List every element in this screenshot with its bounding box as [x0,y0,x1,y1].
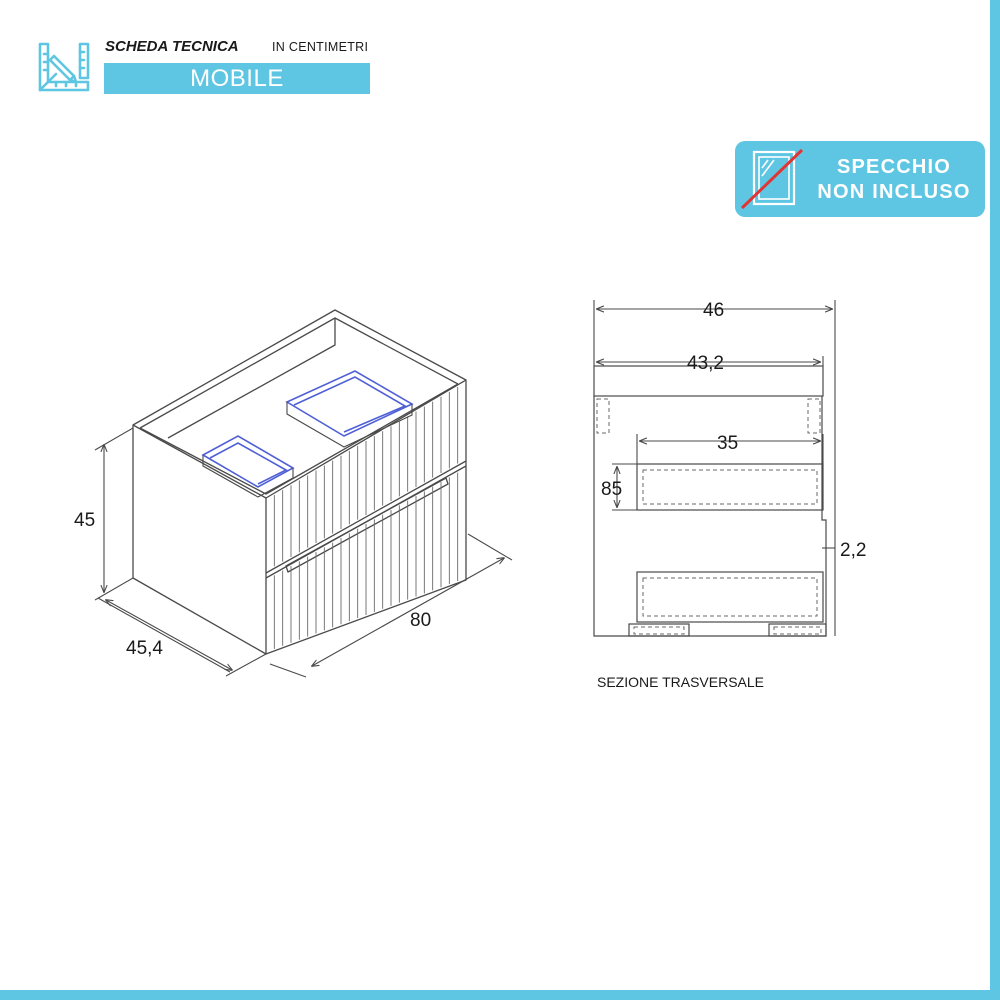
badge-line-1: SPECCHIO [836,156,952,178]
product-banner: MOBILE [104,63,370,94]
ruler-pencil-icon [38,42,90,92]
mirror-crossed-icon [740,148,804,210]
badge-label: SPECCHIO NON INCLUSO [808,155,980,205]
iso-depth-label: 45,4 [126,638,163,659]
sheet-title: SCHEDA TECNICA [105,38,239,55]
section-total-depth-label: 46 [703,300,724,321]
section-top [593,365,824,397]
section-drawer-depth-label: 35 [717,433,738,454]
badge-line-2: NON INCLUSO [817,181,971,203]
iso-height-label: 45 [74,510,95,531]
iso-width-label: 80 [410,610,431,631]
iso-dimension-lines [94,427,513,678]
section-thickness-label: 2,2 [840,540,866,561]
section-caption: SEZIONE TRASVERSALE [597,674,764,690]
section-inner-depth-label: 43,2 [687,353,724,374]
section-dimension-lines [593,300,836,636]
frame-right-border [990,0,1000,1000]
section-body [593,396,827,637]
frame-bottom-border [0,990,1000,1000]
section-drawer-height-label: 85 [601,479,622,500]
cross-section [593,365,827,637]
measure-unit: IN CENTIMETRI [272,40,369,54]
section-hidden-lines [596,398,822,635]
